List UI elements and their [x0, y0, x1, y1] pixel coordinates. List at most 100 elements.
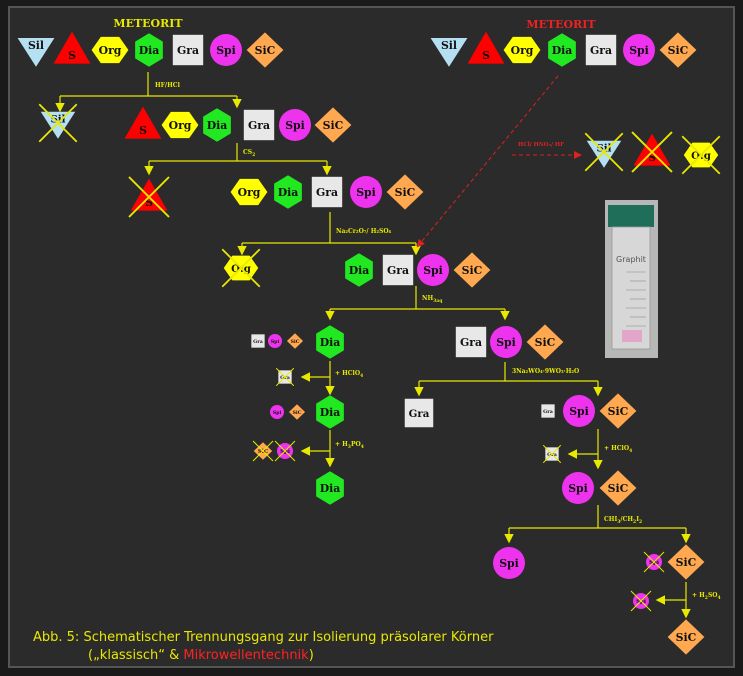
mineral-label: Spi [499, 557, 519, 570]
mineral-label: Spi [569, 405, 589, 418]
mineral-org: Org [161, 111, 199, 139]
mineral-label: Spi [285, 119, 305, 132]
mineral-label: SiC [668, 44, 689, 57]
mineral-org: O:g [221, 248, 261, 288]
reagent-dichromate: Na₂Cr₂O₇/ H₂SO₄ [336, 228, 392, 235]
mineral-label: Dia [139, 44, 160, 57]
mineral-label: Spi [423, 264, 443, 277]
mineral-gra: Gra [382, 254, 414, 286]
mineral-label: SiC [676, 631, 697, 644]
mineral-sil: Sil [584, 132, 624, 172]
mineral-label: Gra [248, 119, 270, 132]
mineral-dia: Dia [203, 108, 231, 142]
reagent-h3po4: + H3PO4 [335, 441, 364, 450]
mineral-label: SiC [292, 410, 301, 416]
mineral-gra: Gra [251, 334, 265, 348]
mineral-label: SiC [323, 119, 344, 132]
mineral-label: Spi [273, 410, 282, 416]
mineral-sil: Sil [38, 103, 78, 143]
mineral-spi: Spi [268, 334, 282, 348]
mineral-dia: Dia [316, 395, 344, 429]
mineral-label: S [139, 124, 147, 137]
mineral-dia: Dia [135, 33, 163, 67]
mineral-label: Spi [629, 44, 649, 57]
mineral-sic: SiC [246, 32, 284, 68]
mineral-label: Gra [177, 44, 199, 57]
mineral-label: Gra [280, 375, 290, 381]
mineral-label: SiC [676, 556, 697, 569]
mineral-label: Gra [547, 452, 557, 458]
mineral-label: Dia [278, 186, 299, 199]
mineral-gra: Gra [275, 367, 295, 387]
mineral-label: Gra [387, 264, 409, 277]
mineral-gra: Gra [541, 404, 555, 418]
mineral-gra: Gra [585, 34, 617, 66]
mineral-label: Spi [216, 44, 236, 57]
mineral-label: Gra [460, 336, 482, 349]
mineral-label: SiC [255, 44, 276, 57]
mineral-label: S [648, 151, 656, 164]
mineral-sic: SiC [252, 440, 274, 462]
photo-label: Graphit [616, 255, 646, 264]
mineral-sic: SiC [599, 393, 637, 429]
mineral-sic: SiC [386, 174, 424, 210]
mineral-spi: Spi [493, 547, 525, 579]
mineral-s: S [467, 31, 505, 64]
mineral-org: O:g [681, 135, 721, 175]
mineral-s: S [53, 31, 91, 64]
reagent-tungstate: 3Na₂WO₄·9WO₃·H₂O [512, 368, 579, 375]
reagent-hf-hcl: HF/HCl [155, 82, 181, 89]
mineral-label: Spi [271, 339, 280, 345]
mineral-org: Org [503, 36, 541, 64]
reagent-microwave: HCl/ HNO₃/ HF [518, 142, 564, 148]
mineral-sic: SiC [314, 107, 352, 143]
mineral-sic: SiC [667, 619, 705, 655]
mineral-spi: Spi [350, 176, 382, 208]
mineral-sic: SiC [667, 544, 705, 580]
mineral-label: S [145, 196, 153, 209]
mineral-label: S [482, 49, 490, 62]
mineral-spi: Spi [210, 34, 242, 66]
mineral-label: Dia [320, 336, 341, 349]
reagent-ch2i2: CHI3/CH2I2 [604, 516, 642, 525]
mineral-gra: Gra [542, 444, 562, 464]
mineral-label: Org [238, 186, 261, 199]
mineral-spi: Spi [279, 109, 311, 141]
mineral-label: Sil [596, 142, 611, 154]
mineral-label: Spi [496, 336, 516, 349]
reagent-hclo4-a: + HClO4 [335, 370, 363, 379]
title-meteorit-microwave: METEORIT [526, 18, 596, 31]
mineral-spi: Spi [417, 254, 449, 286]
mineral-spi: Spi [563, 395, 595, 427]
mineral-gra: Gra [311, 176, 343, 208]
mineral-gra: Gra [455, 326, 487, 358]
microwave-lines [416, 75, 582, 248]
mineral-gra: Gra [172, 34, 204, 66]
reagent-nh3: NH3aq [422, 295, 443, 304]
mineral-s: S [124, 106, 162, 139]
mineral-spi: Spi [630, 590, 652, 612]
mineral-sic: SiC [288, 404, 306, 420]
mineral-sil: Sil [17, 38, 55, 67]
graphit-vial-photo: Graphit [605, 200, 658, 358]
mineral-label: Spi [280, 449, 290, 455]
mineral-label: Spi [568, 482, 588, 495]
mineral-label: Sil [441, 39, 457, 52]
mineral-label: SiC [395, 186, 416, 199]
mineral-s: S [128, 176, 170, 218]
mineral-label: Gra [543, 409, 553, 415]
mineral-label: Gra [316, 186, 338, 199]
mineral-label: SiC [462, 264, 483, 277]
mineral-spi: Spi [270, 405, 284, 419]
mineral-spi: Spi [490, 326, 522, 358]
mineral-label: Sil [28, 39, 44, 52]
mineral-label: SiC [290, 339, 299, 345]
mineral-sic: SiC [659, 32, 697, 68]
mineral-label: S [68, 49, 76, 62]
mineral-label: SiC [535, 336, 556, 349]
mineral-spi: Spi [643, 551, 665, 573]
mineral-s: S [631, 131, 673, 173]
mineral-dia: Dia [345, 253, 373, 287]
reagent-cs2: CS2 [243, 149, 255, 158]
